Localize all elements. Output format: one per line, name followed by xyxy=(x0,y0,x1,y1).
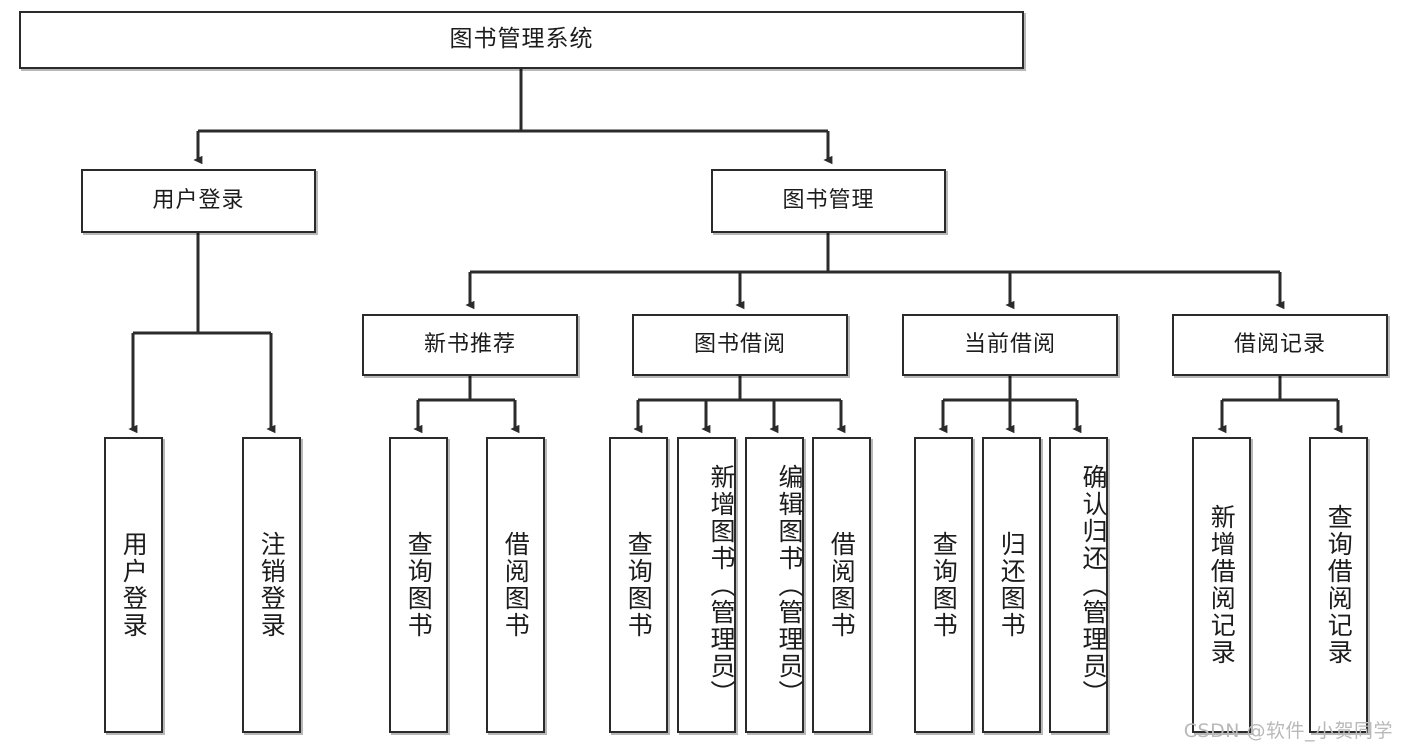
node-leaf-borrow-book-1[interactable]: 借阅图书 xyxy=(486,437,545,733)
node-label: 确认归还（管理员） xyxy=(1079,463,1108,707)
node-leaf-query-book-2[interactable]: 查询图书 xyxy=(609,437,668,733)
node-label: 当前借阅 xyxy=(963,331,1056,357)
node-leaf-borrow-book-2[interactable]: 借阅图书 xyxy=(812,437,871,733)
node-leaf-add-book[interactable]: 新增图书（管理员） xyxy=(677,437,736,733)
node-leaf-query-record[interactable]: 查询借阅记录 xyxy=(1309,437,1368,733)
node-label: 用户登录 xyxy=(152,187,245,213)
node-label: 图书管理系统 xyxy=(449,26,594,53)
node-book-manage[interactable]: 图书管理 xyxy=(711,169,946,233)
node-leaf-add-record[interactable]: 新增借阅记录 xyxy=(1192,437,1251,733)
node-label: 借阅记录 xyxy=(1233,331,1326,357)
node-new-book-rec[interactable]: 新书推荐 xyxy=(362,314,578,376)
node-label: 借阅图书 xyxy=(827,531,857,639)
node-label: 编辑图书（管理员） xyxy=(775,463,804,707)
node-borrow-record[interactable]: 借阅记录 xyxy=(1172,314,1388,376)
node-root-system[interactable]: 图书管理系统 xyxy=(19,11,1024,69)
node-leaf-query-book-1[interactable]: 查询图书 xyxy=(389,437,448,733)
node-label: 新增图书（管理员） xyxy=(707,463,736,707)
node-leaf-edit-book[interactable]: 编辑图书（管理员） xyxy=(745,437,804,733)
node-label: 注销登录 xyxy=(257,531,287,639)
node-label: 查询图书 xyxy=(404,531,434,639)
node-label: 查询图书 xyxy=(624,531,654,639)
node-label: 新书推荐 xyxy=(423,331,516,357)
node-label: 归还图书 xyxy=(997,531,1027,639)
node-leaf-logout[interactable]: 注销登录 xyxy=(242,437,301,733)
node-label: 查询借阅记录 xyxy=(1324,504,1354,666)
node-label: 借阅图书 xyxy=(501,531,531,639)
node-book-borrow[interactable]: 图书借阅 xyxy=(632,314,848,376)
node-label: 查询图书 xyxy=(929,531,959,639)
node-label: 图书管理 xyxy=(782,187,875,213)
node-user-login[interactable]: 用户登录 xyxy=(81,169,316,233)
node-leaf-query-book-3[interactable]: 查询图书 xyxy=(914,437,973,733)
node-label: 新增借阅记录 xyxy=(1207,504,1237,666)
node-label: 用户登录 xyxy=(119,531,149,639)
node-label: 图书借阅 xyxy=(693,331,786,357)
node-leaf-return-book[interactable]: 归还图书 xyxy=(982,437,1041,733)
node-leaf-confirm-return[interactable]: 确认归还（管理员） xyxy=(1049,437,1108,733)
node-current-borrow[interactable]: 当前借阅 xyxy=(902,314,1118,376)
node-leaf-user-login[interactable]: 用户登录 xyxy=(104,437,163,733)
